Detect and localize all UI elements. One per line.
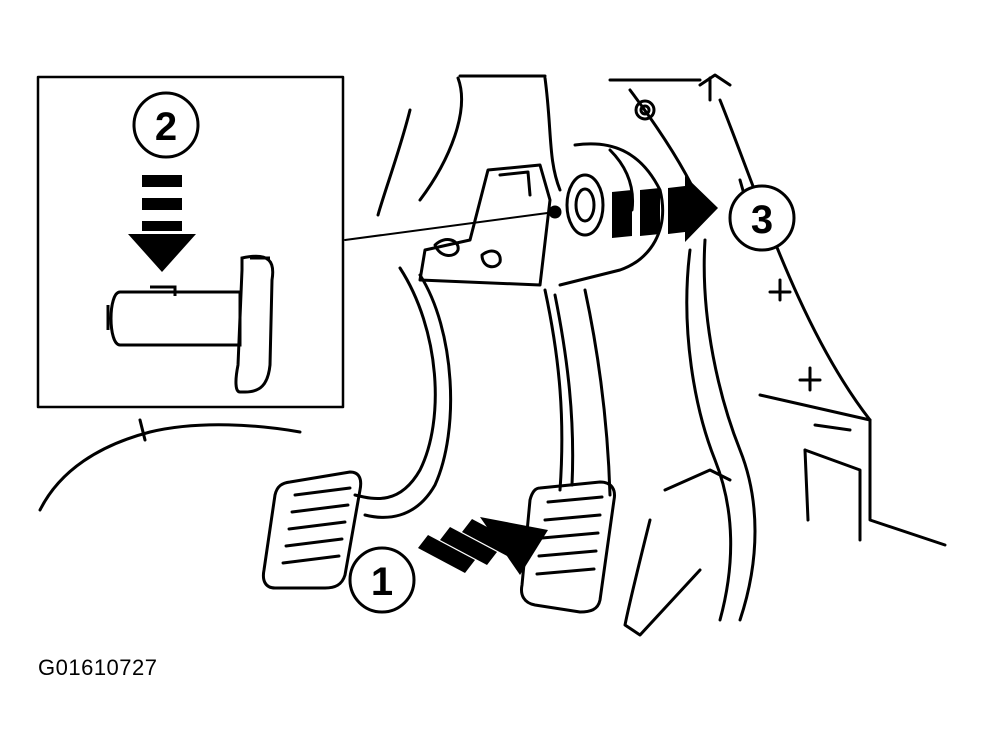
- remove-arrow: [612, 176, 718, 242]
- leader-line: [344, 211, 556, 241]
- callout-1: 1: [348, 546, 416, 614]
- callout-3-label: 3: [751, 198, 773, 242]
- callout-3: 3: [728, 184, 796, 252]
- dashboard-panel: [376, 73, 947, 547]
- press-arrow: [418, 517, 548, 575]
- callout-2-label: 2: [155, 105, 177, 149]
- callout-2: 2: [132, 91, 200, 159]
- floor-contour: [38, 423, 302, 512]
- detail-inset-frame: [36, 75, 345, 409]
- pedal-bracket: [418, 99, 665, 287]
- pin-detail: [106, 254, 275, 394]
- accelerator-pedal: [623, 238, 757, 637]
- insert-arrow: [128, 175, 196, 272]
- figure-id: G01610727: [38, 655, 158, 680]
- clutch-pedal: [261, 266, 453, 590]
- brake-pedal: [520, 288, 616, 614]
- callout-1-label: 1: [371, 560, 393, 604]
